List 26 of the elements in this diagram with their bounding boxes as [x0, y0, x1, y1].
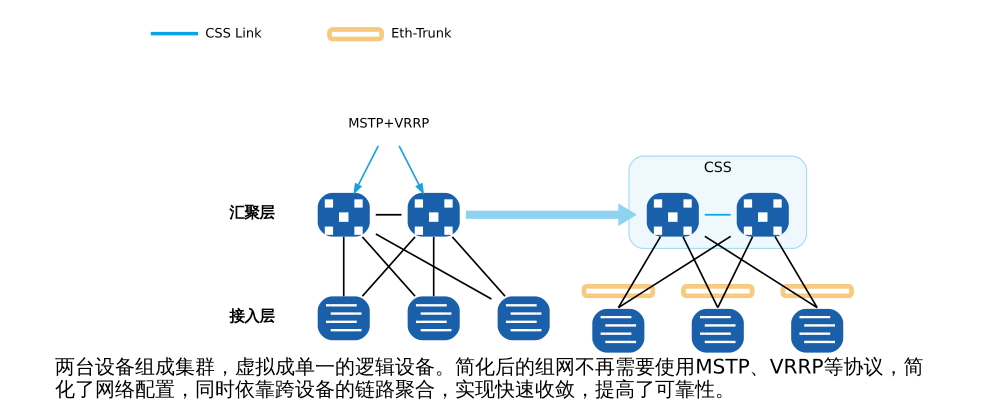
node-picture: [497, 296, 550, 340]
connector: [716, 236, 753, 308]
legend-label: CSS Link: [204, 26, 262, 42]
connector: [617, 236, 661, 308]
connector: [451, 236, 506, 297]
node-text: MSTP+VRRP: [348, 116, 429, 132]
arrow: [465, 203, 636, 226]
connector: [374, 233, 492, 300]
connector: [682, 236, 718, 308]
legend-label: Eth-Trunk: [390, 26, 452, 42]
connector: [617, 236, 731, 308]
connector: [375, 214, 402, 216]
arrow: [352, 145, 379, 195]
cluster: CSS: [628, 156, 807, 250]
node-picture: [407, 296, 460, 340]
caption: 两台设备组成集群，虚拟成单一的逻辑设备。简化后的组网不再需要使用MSTP、VRRP等协议，简化了网络配置，同时依靠跨设备的链路聚合，实现快速收敛，提高了可靠性。: [54, 354, 924, 401]
label: 接入层: [229, 307, 274, 326]
arrow: [398, 145, 424, 195]
connector: [774, 236, 818, 308]
connector: [704, 236, 818, 308]
connector: [361, 236, 416, 297]
connector: [342, 236, 344, 296]
label: 汇聚层: [229, 204, 274, 222]
connector: [432, 236, 434, 296]
connector: [704, 214, 730, 216]
node-picture: [317, 296, 370, 340]
